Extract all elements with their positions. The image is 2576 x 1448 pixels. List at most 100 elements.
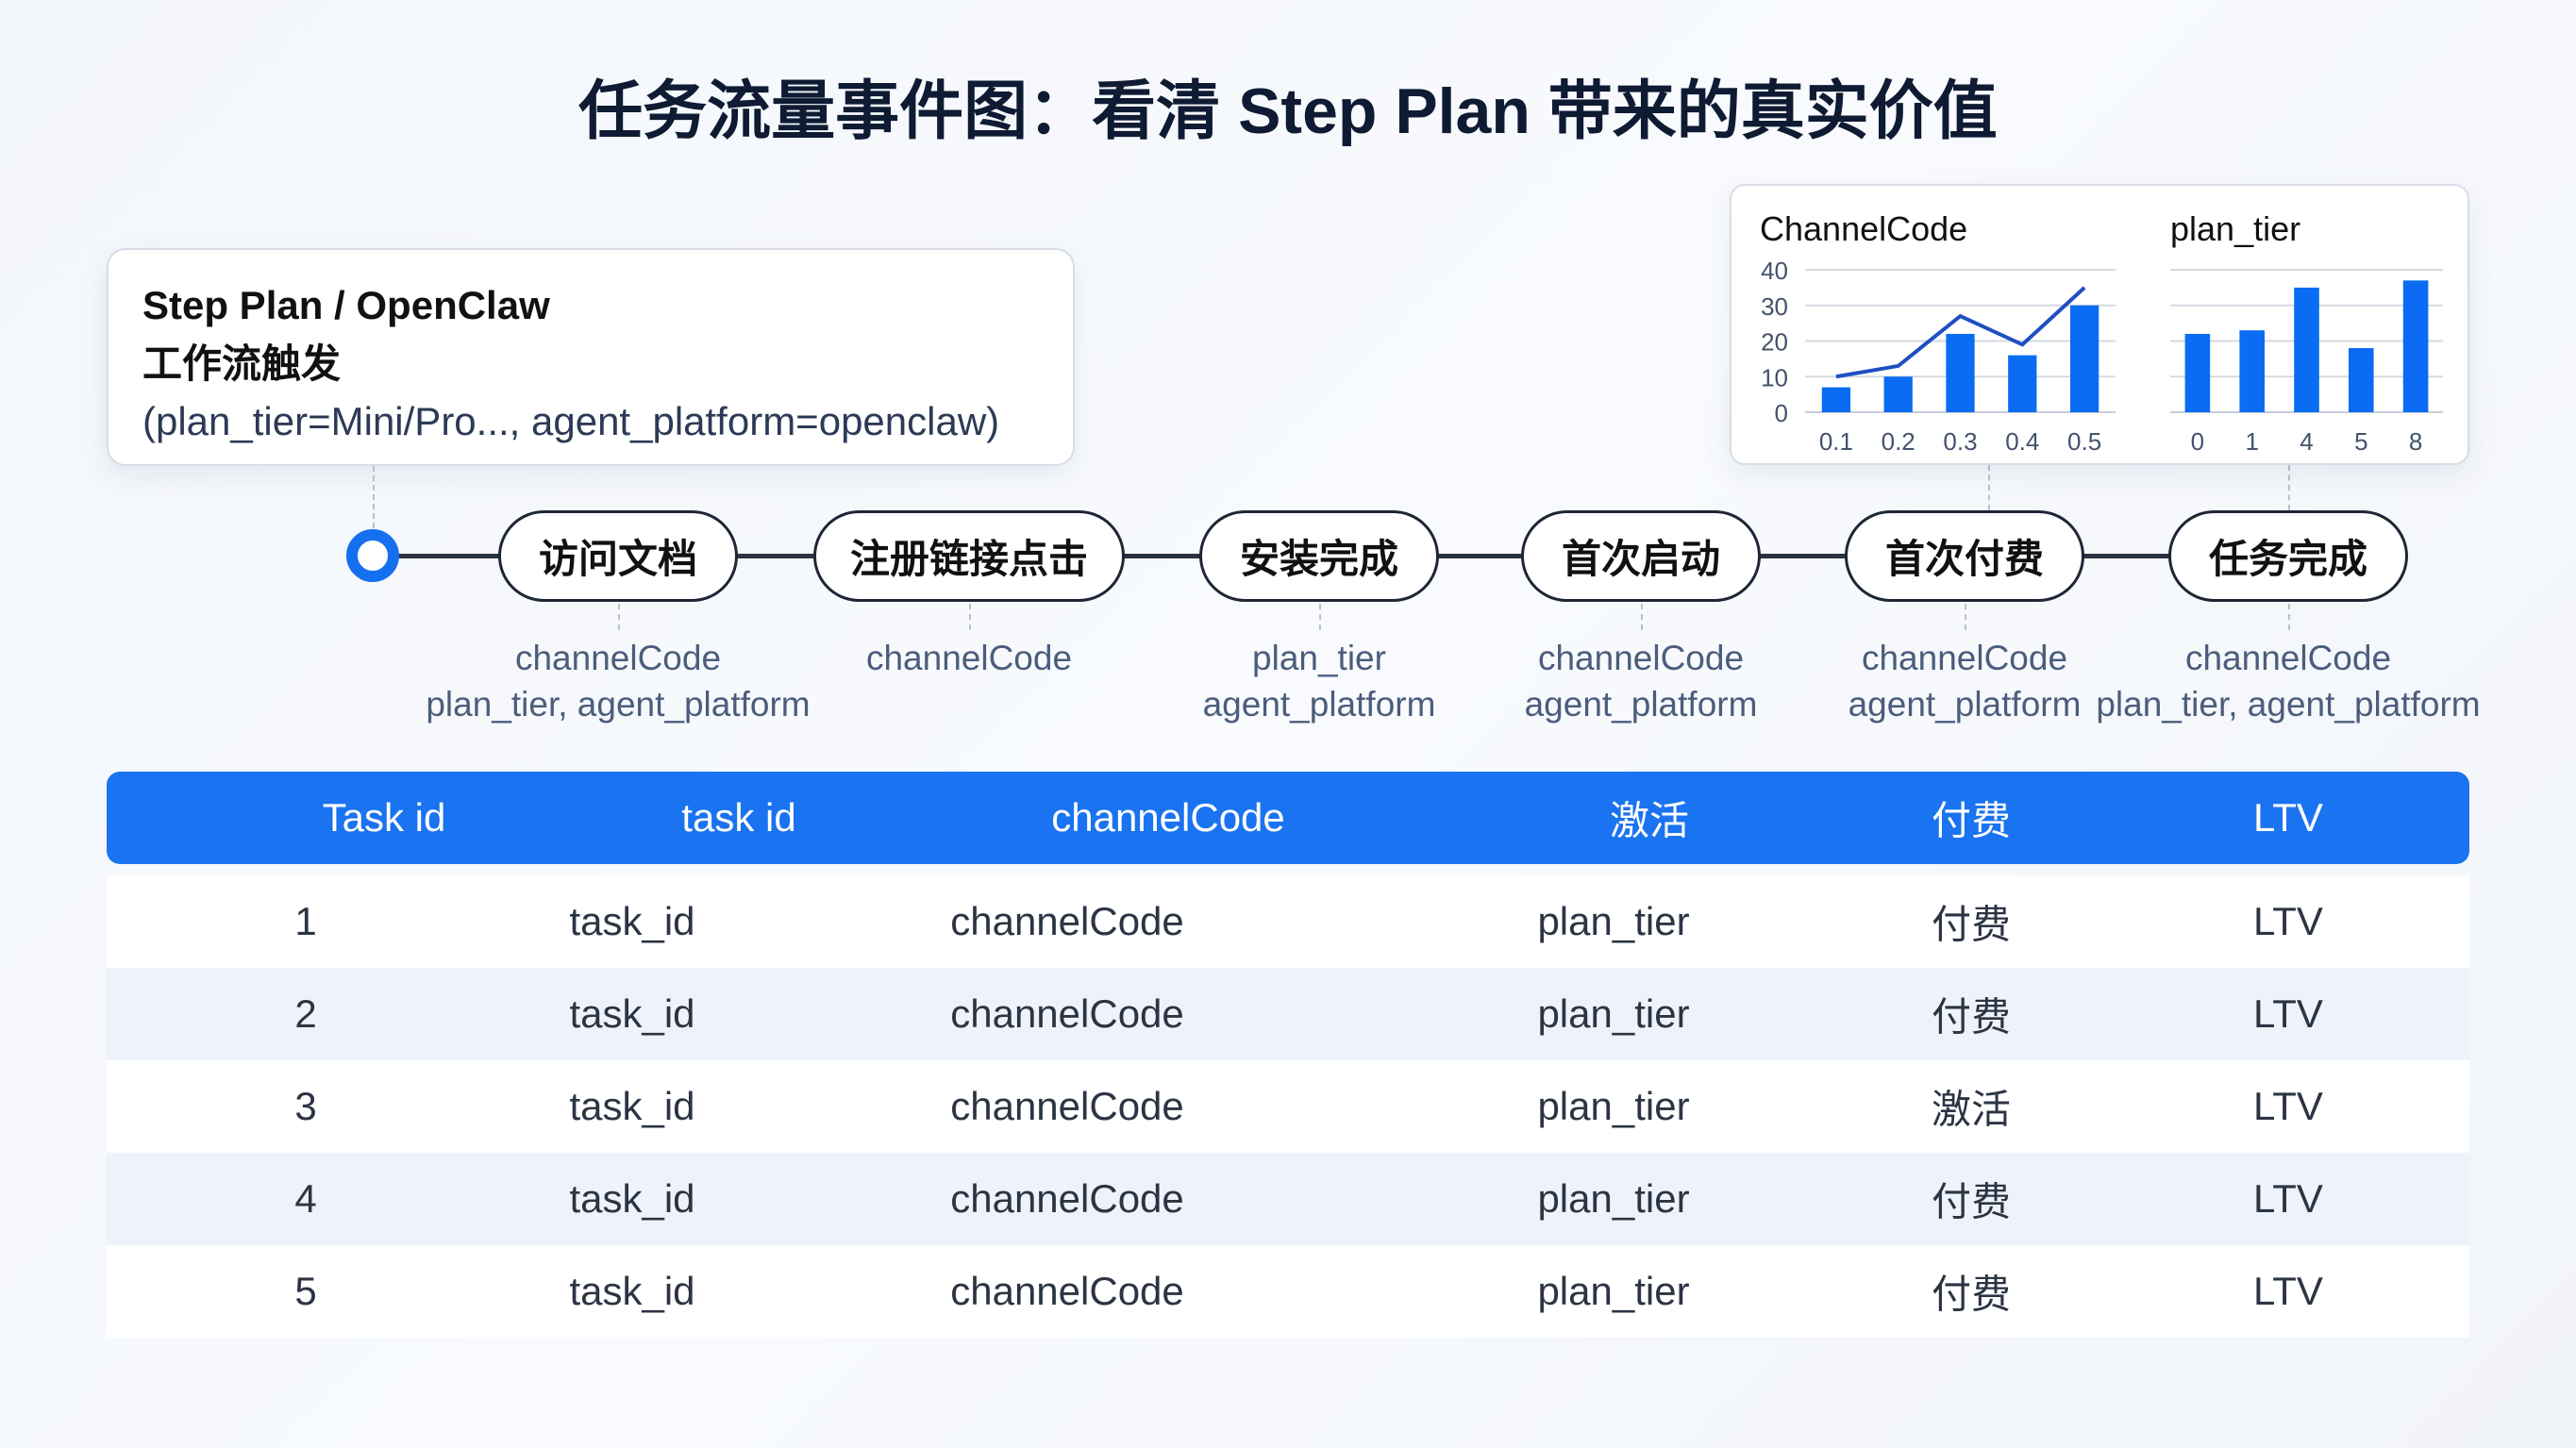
trigger-title: Step Plan / OpenClaw (142, 283, 550, 327)
bar (2239, 330, 2265, 412)
step-label: 访问文档 (538, 537, 697, 581)
y-tick-label: 20 (1761, 328, 1788, 357)
step-connector (2288, 604, 2290, 630)
table-cell: task_id (569, 1176, 695, 1221)
bar (2069, 305, 2099, 412)
x-tick-label: 8 (2409, 427, 2422, 456)
step-connector (1641, 604, 1643, 630)
x-tick-label: 0.5 (2067, 427, 2101, 456)
step-attribute: plan_tier (1252, 639, 1386, 677)
column-header[interactable]: Task id (322, 795, 446, 840)
column-header[interactable]: 付费 (1931, 798, 2012, 843)
connector-line (2288, 465, 2290, 510)
y-tick-label: 0 (1775, 399, 1788, 427)
step-attribute: plan_tier, agent_platform (2096, 685, 2481, 724)
table-cell: task_id (569, 991, 695, 1036)
table-cell: LTV (2253, 991, 2323, 1036)
bar (2184, 333, 2211, 412)
bar (2294, 287, 2319, 412)
step-attributes: channelCode agent_platform (1525, 635, 1758, 727)
bar (2008, 355, 2037, 412)
step-attribute: channelCode (2184, 639, 2392, 677)
column-header[interactable]: LTV (2253, 795, 2323, 840)
step-attributes: plan_tier agent_platform (1203, 635, 1436, 727)
bar (1883, 376, 1913, 412)
step-node[interactable]: 首次启动 (1521, 510, 1761, 602)
column-header[interactable]: channelCode (1051, 795, 1285, 840)
y-tick-label: 10 (1761, 363, 1788, 391)
step-attribute: agent_platform (1524, 685, 1758, 724)
y-tick-label: 40 (1761, 257, 1788, 285)
column-header[interactable]: 激活 (1609, 798, 1690, 843)
table-cell: 2 (294, 991, 317, 1036)
bar (1946, 333, 1975, 412)
x-tick-label: 0 (2191, 427, 2204, 456)
x-tick-label: 0.2 (1882, 427, 1915, 456)
table-cell: channelCode (950, 1176, 1184, 1221)
step-attribute: channelCode (514, 639, 722, 677)
trigger-subtitle: 工作流触发 (142, 341, 342, 386)
table-cell: LTV (2253, 1176, 2323, 1221)
x-tick-label: 0.4 (2005, 427, 2039, 456)
table-cell: task_id (569, 899, 695, 943)
step-attributes: channelCode (866, 635, 1072, 681)
column-header[interactable]: task id (681, 795, 796, 840)
table-cell: task_id (569, 1269, 695, 1313)
table-row[interactable]: 4 task_id channelCode plan_tier 付费 LTV (107, 1153, 2469, 1245)
step-label: 注册链接点击 (849, 537, 1088, 581)
step-connector (969, 604, 971, 630)
step-attributes: channelCode agent_platform (1848, 635, 2082, 727)
table-cell: channelCode (950, 1269, 1184, 1313)
step-attribute: agent_platform (1848, 685, 2082, 724)
table-cell: 付费 (1931, 1272, 2012, 1317)
step-node[interactable]: 安装完成 (1199, 510, 1439, 602)
step-attributes: channelCode plan_tier, agent_platform (426, 635, 810, 727)
step-node[interactable]: 注册链接点击 (813, 510, 1125, 602)
bar (2402, 280, 2429, 412)
table-cell: LTV (2253, 899, 2323, 943)
page-title: 任务流量事件图：看清 Step Plan 带来的真实价值 (578, 75, 1998, 147)
trigger-card: Step Plan / OpenClaw 工作流触发 (plan_tier=Mi… (107, 248, 1075, 466)
x-tick-label: 1 (2245, 427, 2258, 456)
table-cell: 5 (294, 1269, 317, 1313)
step-label: 首次付费 (1884, 537, 2044, 581)
table-cell: 3 (294, 1084, 317, 1128)
table-cell: 付费 (1931, 994, 2012, 1040)
table-cell: 4 (294, 1176, 317, 1221)
step-label: 安装完成 (1239, 537, 1398, 581)
y-tick-label: 30 (1761, 292, 1788, 321)
connector-line (373, 466, 375, 528)
table-cell: channelCode (950, 991, 1184, 1036)
trend-line (1835, 286, 2086, 379)
trigger-params: (plan_tier=Mini/Pro..., agent_platform=o… (142, 399, 1000, 443)
step-node[interactable]: 任务完成 (2168, 510, 2408, 602)
step-label: 首次启动 (1561, 537, 1720, 581)
table-cell: plan_tier (1537, 1176, 1690, 1221)
table-cell: 付费 (1931, 1179, 2012, 1224)
step-node[interactable]: 首次付费 (1845, 510, 2084, 602)
table-cell: 付费 (1931, 902, 2012, 947)
x-tick-label: 5 (2354, 427, 2367, 456)
connector-line (1988, 465, 1990, 510)
x-tick-label: 0.1 (1819, 427, 1853, 456)
x-tick-label: 0.3 (1943, 427, 1977, 456)
step-connector (1319, 604, 1321, 630)
step-attribute: agent_platform (1202, 685, 1436, 724)
table-cell: 1 (294, 899, 317, 943)
table-cell: 激活 (1931, 1087, 2012, 1132)
chart-title: ChannelCode (1760, 209, 1967, 248)
step-attribute: channelCode (1537, 639, 1745, 677)
table-cell: channelCode (950, 899, 1184, 943)
step-node[interactable]: 访问文档 (498, 510, 738, 602)
step-attribute: plan_tier, agent_platform (426, 685, 811, 724)
step-connector (618, 604, 620, 630)
bar (1821, 387, 1851, 412)
step-attribute: channelCode (1861, 639, 2068, 677)
